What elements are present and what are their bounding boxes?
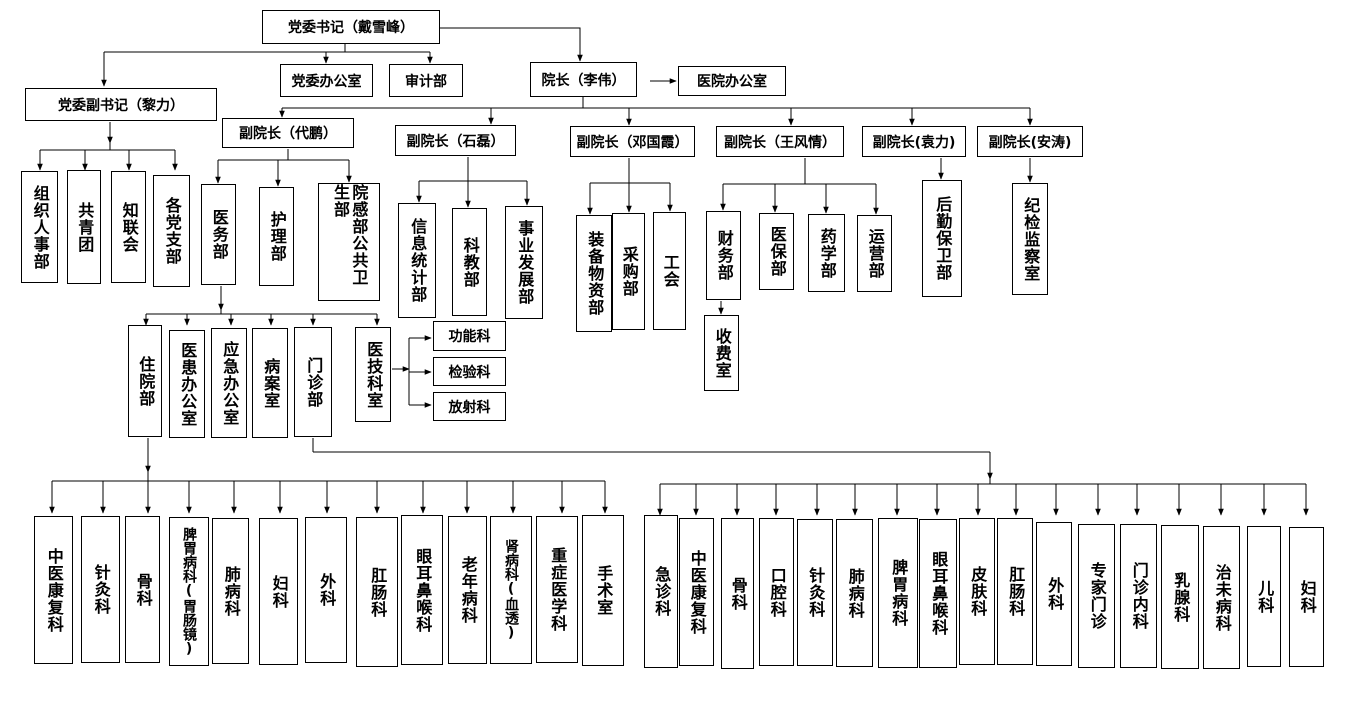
node-xxtjb: 信息统计部 bbox=[398, 203, 436, 318]
node-mz-kqk: 口腔科 bbox=[759, 518, 794, 666]
node-ywb: 医务部 bbox=[201, 184, 236, 285]
node-zy-yebhk: 眼耳鼻喉科 bbox=[401, 515, 443, 665]
node-yjks: 医技科室 bbox=[355, 327, 391, 422]
node-mz-zjmz: 专家门诊 bbox=[1078, 524, 1115, 668]
node-gqt: 共青团 bbox=[67, 170, 101, 284]
node-fyz-dp: 副院长（代鹏） bbox=[222, 118, 354, 148]
node-sfs: 收费室 bbox=[704, 315, 739, 391]
node-cwb: 财务部 bbox=[706, 211, 741, 300]
node-hlb: 护理部 bbox=[259, 187, 294, 286]
node-fyz-dgx: 副院长（邓国霞） bbox=[570, 126, 695, 157]
node-gh: 工会 bbox=[653, 212, 686, 330]
node-zy-pwbk: 脾胃病科(胃肠镜) bbox=[169, 517, 209, 666]
node-mz-rxk: 乳腺科 bbox=[1161, 525, 1199, 669]
connector-arrow bbox=[440, 27, 583, 62]
node-mz-zykfk: 中医康复科 bbox=[679, 518, 714, 666]
node-fyz-sl: 副院长（石磊） bbox=[395, 125, 516, 156]
node-jjjcs: 纪检监察室 bbox=[1012, 183, 1048, 295]
node-zy-wk: 外科 bbox=[305, 517, 347, 663]
node-ybb: 医保部 bbox=[759, 213, 794, 290]
node-ygb: 院感部公共卫生部 bbox=[318, 183, 380, 301]
node-mz-pfk: 皮肤科 bbox=[959, 518, 995, 665]
node-mz-ek: 儿科 bbox=[1247, 526, 1281, 667]
node-hqbwb: 后勤保卫部 bbox=[922, 180, 962, 297]
node-zyb: 住院部 bbox=[128, 325, 162, 437]
node-zbwzb: 装备物资部 bbox=[576, 215, 612, 332]
node-zy-gck: 肛肠科 bbox=[356, 517, 398, 667]
node-mz-gk: 骨科 bbox=[721, 518, 754, 669]
node-zy-fbk: 肺病科 bbox=[212, 518, 249, 664]
node-gnk: 功能科 bbox=[433, 321, 506, 351]
node-mz-pwbk: 脾胃病科 bbox=[878, 518, 918, 668]
node-sjb: 审计部 bbox=[389, 64, 463, 97]
node-yybgs: 医院办公室 bbox=[678, 66, 786, 96]
node-yjbgs: 应急办公室 bbox=[211, 328, 247, 438]
node-fyz-wfq: 副院长（王风情） bbox=[716, 126, 844, 157]
node-syfzb: 事业发展部 bbox=[505, 206, 543, 319]
node-mz-gck: 肛肠科 bbox=[997, 518, 1033, 665]
node-dwbgs: 党委办公室 bbox=[280, 64, 373, 97]
node-fyz-yl: 副院长(袁力) bbox=[862, 126, 966, 157]
node-mz-zjk: 针灸科 bbox=[797, 519, 833, 666]
node-zy-sss: 手术室 bbox=[582, 515, 624, 666]
node-zlh: 知联会 bbox=[111, 171, 146, 283]
node-yhbgs: 医患办公室 bbox=[169, 330, 205, 438]
node-dwfsj: 党委副书记（黎力） bbox=[25, 88, 217, 121]
node-dwsj: 党委书记（戴雪峰） bbox=[262, 10, 440, 44]
node-mz-yebhk: 眼耳鼻喉科 bbox=[919, 519, 957, 668]
node-fsk: 放射科 bbox=[433, 392, 506, 421]
node-gdzb: 各党支部 bbox=[153, 175, 190, 287]
node-zy-zykfk: 中医康复科 bbox=[34, 516, 73, 664]
node-zy-sbk: 肾病科(血透) bbox=[490, 516, 532, 664]
node-bas: 病案室 bbox=[252, 328, 288, 438]
node-cgb: 采购部 bbox=[612, 213, 645, 330]
node-mz-fbk: 肺病科 bbox=[836, 519, 873, 667]
node-mzb: 门诊部 bbox=[294, 327, 332, 437]
node-zy-gk: 骨科 bbox=[125, 516, 160, 663]
node-zy-lnbk: 老年病科 bbox=[448, 516, 487, 664]
node-zy-zzyxk: 重症医学科 bbox=[536, 516, 578, 663]
node-yz: 院长（李伟） bbox=[530, 62, 637, 97]
node-jyk: 检验科 bbox=[433, 357, 506, 386]
node-mz-mznk: 门诊内科 bbox=[1120, 524, 1157, 668]
node-mz-fk: 妇科 bbox=[1289, 527, 1324, 667]
node-zy-fk: 妇科 bbox=[259, 518, 298, 665]
node-kjb: 科教部 bbox=[452, 208, 487, 316]
node-zy-zjk: 针灸科 bbox=[81, 516, 120, 663]
node-mz-zwbk: 治未病科 bbox=[1203, 526, 1240, 669]
node-yyb: 运营部 bbox=[857, 215, 892, 292]
node-zzrsb: 组织人事部 bbox=[21, 171, 58, 283]
node-fyz-at: 副院长(安涛) bbox=[977, 126, 1083, 157]
node-mz-jzk: 急诊科 bbox=[644, 515, 678, 668]
node-mz-wk: 外科 bbox=[1036, 522, 1072, 666]
node-yxb: 药学部 bbox=[808, 214, 845, 292]
